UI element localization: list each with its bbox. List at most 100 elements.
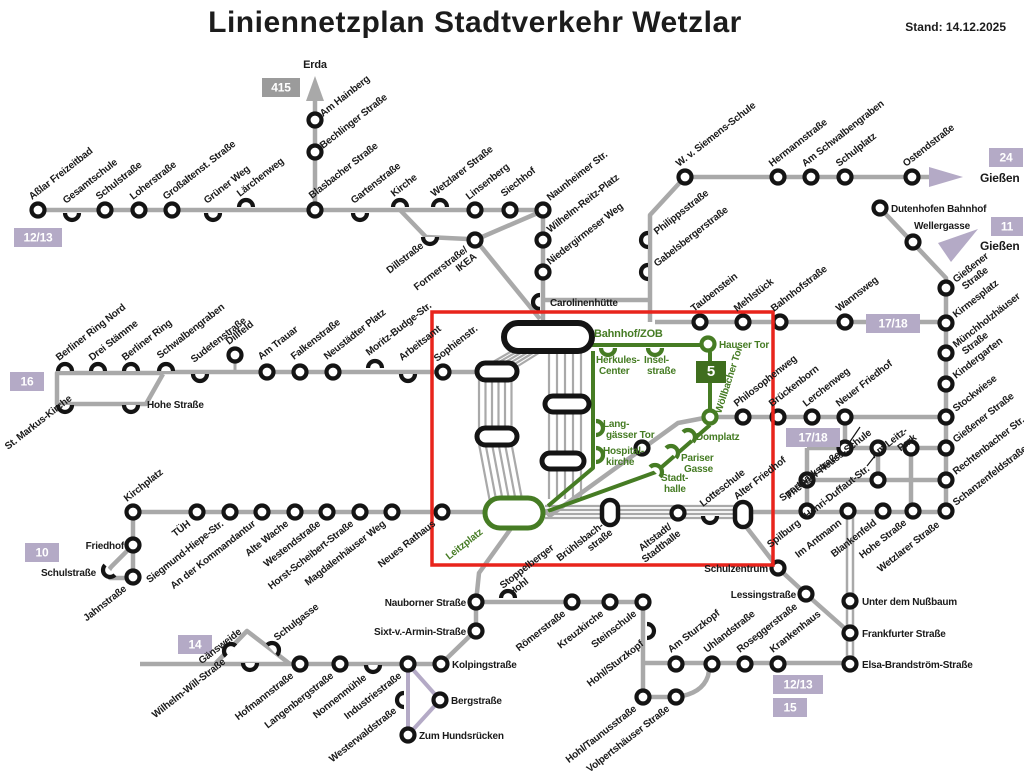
route-line: [546, 351, 595, 508]
station-marker: [836, 408, 854, 426]
station-marker: [466, 231, 484, 249]
line-badge-label: 11: [1001, 220, 1014, 234]
station-marker: [937, 344, 955, 362]
station-label: Dillstraße: [385, 240, 427, 276]
station-marker: [190, 373, 210, 384]
station-label: Wetzlarer Straße: [876, 519, 943, 575]
station-label: Zum Hundsrücken: [419, 731, 504, 742]
station-label: Elsa-Brandström-Straße: [862, 660, 973, 671]
station-label: Kirchplatz: [122, 467, 165, 504]
station-marker: [691, 313, 709, 331]
page-title: Liniennetzplan Stadtverkehr Wetzlar: [208, 6, 742, 39]
station-label: Schulzentrum: [704, 564, 768, 575]
station-marker: [291, 363, 309, 381]
station-marker: [937, 375, 955, 393]
station-marker: [700, 515, 720, 526]
station-marker: [124, 503, 142, 521]
station-marker: [306, 111, 324, 129]
station-marker: [363, 664, 383, 675]
station-marker: [595, 445, 606, 465]
line-badge-label: 16: [21, 375, 34, 389]
station-label: Wetzlarer Straße: [429, 144, 496, 200]
station-marker: [937, 471, 955, 489]
line-badge-label: 12/13: [783, 678, 813, 692]
station-marker: [351, 503, 369, 521]
station-label: St. Markus-Kirche: [3, 393, 75, 452]
station-marker: [676, 168, 694, 186]
station-marker: [306, 143, 324, 161]
route-line: [54, 370, 165, 407]
station-marker: [350, 212, 370, 223]
line-badge: [10, 372, 44, 391]
station-marker: [634, 688, 652, 706]
station-marker: [634, 593, 652, 611]
station-marker: [399, 655, 417, 673]
station-marker: [467, 593, 485, 611]
station-label: Gießen: [980, 239, 1019, 253]
station-label: Hohe Straße: [147, 400, 204, 411]
station-marker: [802, 168, 820, 186]
station-marker: [904, 502, 922, 520]
station-marker: [100, 563, 117, 580]
station-marker: [265, 640, 282, 657]
station-marker: [221, 503, 239, 521]
station-marker: [430, 197, 450, 208]
station-marker: [601, 593, 619, 611]
station-marker: [937, 279, 955, 297]
station-marker: [156, 361, 176, 372]
station-marker: [736, 655, 754, 673]
station-marker: [638, 230, 649, 250]
route-line: [474, 209, 541, 243]
station-label: Frankfurter Straße: [862, 629, 946, 640]
station-label: Dutenhofen Bahnhof: [891, 204, 987, 215]
station-marker: [534, 231, 552, 249]
station-marker: [803, 408, 821, 426]
station-label: Sixt-v.-Armin-Straße: [374, 627, 467, 638]
station-marker: [771, 313, 789, 331]
station-marker: [664, 443, 681, 460]
station-marker: [648, 462, 665, 479]
station-label: StoppelbergerHohl: [498, 542, 563, 600]
station-marker: [399, 726, 417, 744]
station-label: Jahnstraße: [82, 583, 130, 624]
line-badge-label: 5: [707, 363, 715, 380]
station-label: Bergstraße: [451, 696, 502, 707]
station-label: Hermannstraße: [767, 117, 830, 170]
station-label: Bahnhofstraße: [769, 263, 830, 314]
station-marker: [203, 212, 223, 223]
station-marker: [563, 593, 581, 611]
route-line: [473, 525, 514, 603]
station-label: W. v. Siemens-Schule: [674, 100, 759, 169]
station-label: Ostendstraße: [901, 122, 957, 169]
station-marker: [324, 363, 342, 381]
interchange-pill: [542, 393, 592, 415]
station-label: Kolpingstraße: [452, 660, 517, 671]
station-label: Neustädter Platz: [322, 307, 388, 362]
station-marker: [420, 236, 440, 247]
station-label: Schulgasse: [272, 601, 321, 643]
station-marker: [871, 199, 889, 217]
interchange-pill: [474, 360, 520, 383]
line-badge-label: 17/18: [878, 317, 908, 331]
station-marker: [501, 201, 519, 219]
station-marker: [904, 233, 922, 251]
line-badge: [773, 698, 807, 717]
station-marker: [365, 358, 385, 369]
station-label: Philosophenweg: [732, 353, 799, 409]
station-marker: [331, 655, 349, 673]
station-marker: [221, 641, 238, 658]
station-marker: [236, 197, 256, 208]
station-label: Gießen: [980, 171, 1019, 185]
station-label: Carolinenhütte: [550, 298, 618, 309]
station-marker: [55, 404, 75, 415]
station-label: Westerwaldstraße: [327, 705, 399, 765]
route-line: [742, 522, 852, 635]
station-marker: [286, 503, 304, 521]
line-badge: [866, 314, 920, 333]
station-marker: [903, 168, 921, 186]
station-label: Hauser Tor: [719, 340, 769, 351]
station-marker: [390, 197, 410, 208]
station-marker: [383, 503, 401, 521]
direction-arrow: [929, 167, 963, 187]
